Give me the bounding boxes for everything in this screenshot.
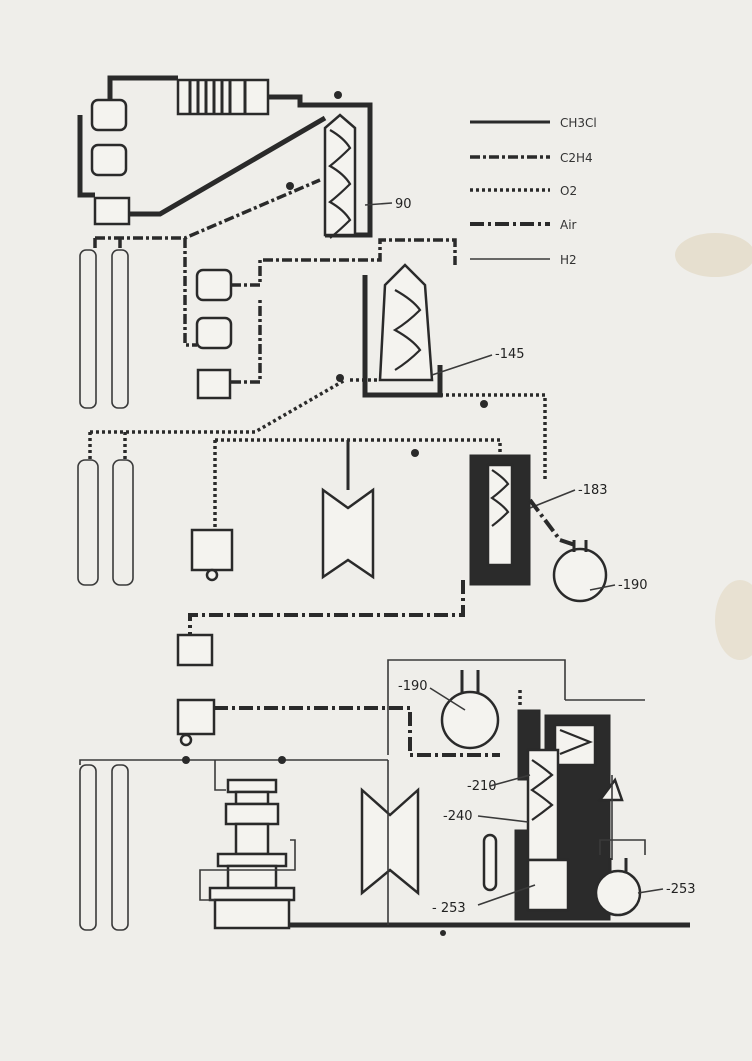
temp-label-210: -210: [467, 779, 497, 794]
paper-stain: [715, 580, 752, 660]
pump-air-2: [176, 698, 216, 736]
flask-190-b: [440, 690, 500, 750]
temp-label-183: -183: [578, 483, 608, 498]
legend-label-air: Air: [560, 218, 577, 232]
expansion-engine-1: [321, 487, 375, 580]
expansion-engine-2: [360, 787, 420, 896]
legend-label-c2h4: C2H4: [560, 151, 593, 165]
cylinder-h2-2: [111, 764, 129, 931]
legend: CH3Cl C2H4 O2 Air H2: [470, 116, 597, 267]
stage-hydrogen: -190 -210 -240 - 253 -253: [79, 580, 696, 936]
temp-label-190-a: -190: [618, 578, 648, 593]
cylinder-h2-1: [79, 764, 97, 931]
compressor-h2: [208, 778, 296, 930]
stage-air: -183 -190: [77, 378, 648, 603]
pump-ch3cl: [93, 196, 131, 226]
pump-air-1: [176, 633, 214, 667]
legend-label-o2: O2: [560, 184, 577, 198]
cylinder-o2-2: [112, 459, 134, 586]
legend-label-ch3cl: CH3Cl: [560, 116, 597, 130]
pump-o2: [190, 528, 234, 572]
paper-stain: [675, 233, 752, 277]
drier-1: [90, 98, 128, 132]
exchanger-90: [323, 113, 357, 237]
temp-label-253-b: -253: [666, 882, 696, 897]
drier-2: [90, 143, 128, 177]
temp-label-90: 90: [395, 197, 412, 212]
flask-253: [594, 869, 642, 917]
stage-c2h4: -145: [79, 178, 525, 409]
pump-c2h4: [196, 368, 232, 400]
temp-label-253-a: - 253: [432, 901, 466, 916]
drier-4: [195, 316, 233, 350]
test-tube: [482, 833, 498, 892]
cylinder-c2h4-2: [111, 249, 129, 409]
drier-3: [195, 268, 233, 302]
cylinder-o2-1: [77, 459, 99, 586]
temp-label-240: -240: [443, 809, 473, 824]
cylinder-c2h4-1: [79, 249, 97, 409]
temp-label-190-b: -190: [398, 679, 428, 694]
stage-ch3cl: 90: [77, 75, 412, 239]
legend-label-h2: H2: [560, 253, 577, 267]
flask-190-a: [552, 547, 608, 603]
temp-label-145: -145: [495, 347, 525, 362]
